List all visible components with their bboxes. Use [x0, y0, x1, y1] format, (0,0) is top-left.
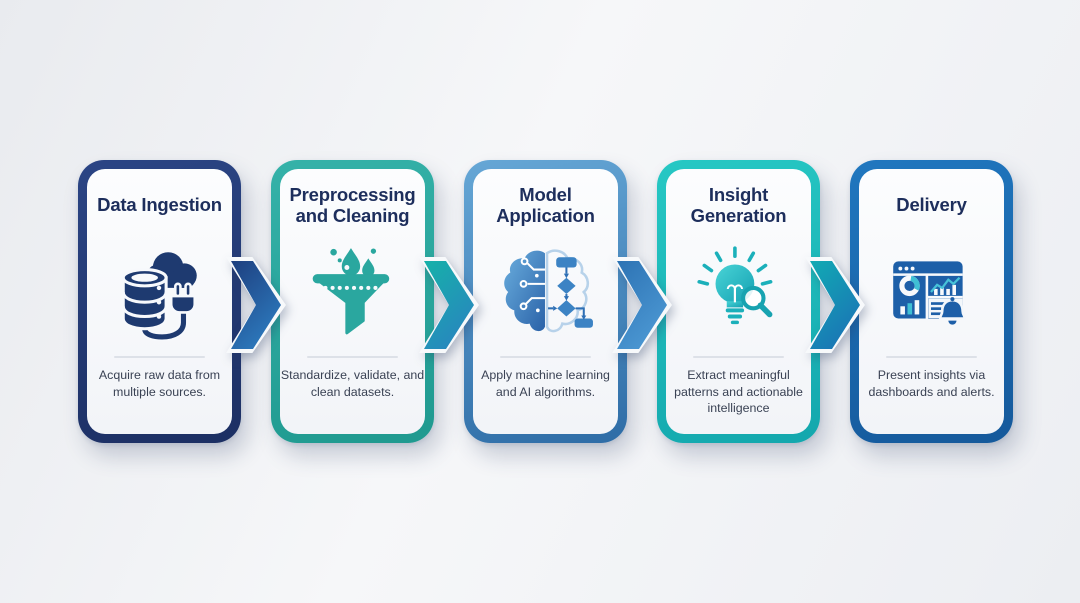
- card-body: Model Application: [473, 169, 618, 434]
- step-card-model-application: Model Application: [464, 160, 627, 443]
- step-title: Delivery: [896, 194, 967, 216]
- step-title: Insight Generation: [690, 183, 787, 226]
- step-card-preprocessing-cleaning: Preprocessing and Cleaning: [271, 160, 434, 443]
- step-description: Present insights via dashboards and aler…: [868, 368, 995, 399]
- step-title: Model Application: [496, 183, 595, 226]
- step-title: Data Ingestion: [97, 194, 222, 216]
- divider: [499, 356, 592, 358]
- chevron-arrow-icon: [419, 257, 479, 353]
- lightbulb-magnifier-icon: [673, 228, 804, 356]
- divider: [306, 356, 399, 358]
- card-body: Preprocessing and Cleaning: [280, 169, 425, 434]
- step-description: Apply machine learning and AI algorithms…: [481, 368, 610, 399]
- step-description: Acquire raw data from multiple sources.: [98, 368, 221, 399]
- divider: [885, 356, 978, 358]
- funnel-droplets-icon: [287, 228, 418, 356]
- step-description: Standardize, validate, and clean dataset…: [280, 368, 425, 399]
- step-title: Preprocessing and Cleaning: [289, 183, 416, 226]
- step-card-delivery: Delivery: [850, 160, 1013, 443]
- dashboard-alerts-icon: [866, 228, 997, 356]
- chevron-arrow-icon: [226, 257, 286, 353]
- brain-flowchart-icon: [480, 228, 611, 356]
- chevron-arrow-icon: [612, 257, 672, 353]
- chevron-arrow-icon: [805, 257, 865, 353]
- card-body: Data Ingestion: [87, 169, 232, 434]
- database-cloud-plug-icon: [94, 228, 225, 356]
- divider: [692, 356, 785, 358]
- card-body: Insight Generation: [666, 169, 811, 434]
- step-card-insight-generation: Insight Generation: [657, 160, 820, 443]
- step-description: Extract meaningful patterns and actionab…: [674, 368, 803, 416]
- card-body: Delivery: [859, 169, 1004, 434]
- divider: [113, 356, 206, 358]
- step-card-data-ingestion: Data Ingestion: [78, 160, 241, 443]
